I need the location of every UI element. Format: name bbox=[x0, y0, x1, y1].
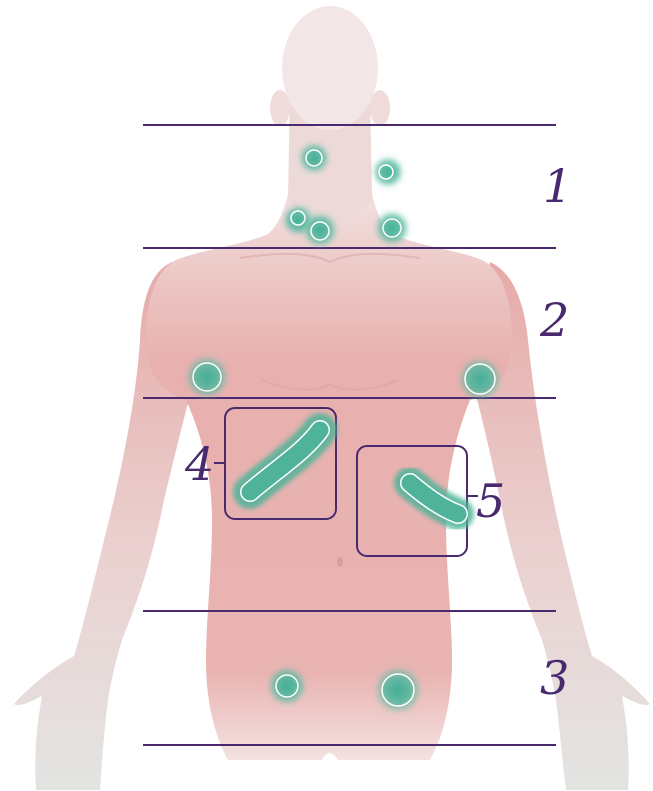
region-label-3: 3 bbox=[540, 651, 569, 705]
lymph-node-marker-icon bbox=[374, 666, 422, 714]
lymph-node-marker-icon bbox=[372, 156, 404, 188]
region-label-1: 1 bbox=[543, 159, 572, 213]
lymph-node-marker-icon bbox=[302, 212, 338, 248]
head bbox=[282, 6, 378, 130]
lymph-node-marker-icon bbox=[185, 355, 229, 399]
lymph-node-marker-icon bbox=[374, 210, 410, 246]
navel bbox=[337, 557, 343, 567]
region-label-2: 2 bbox=[539, 293, 569, 347]
right-ear bbox=[370, 90, 390, 126]
left-ear bbox=[270, 90, 290, 126]
lymph-node-marker-icon bbox=[458, 357, 502, 401]
lymph-node-marker-icon bbox=[298, 142, 330, 174]
lymph-node-marker-icon bbox=[267, 666, 307, 706]
callout-label-5: 5 bbox=[476, 474, 505, 528]
callout-label-4: 4 bbox=[184, 437, 214, 491]
